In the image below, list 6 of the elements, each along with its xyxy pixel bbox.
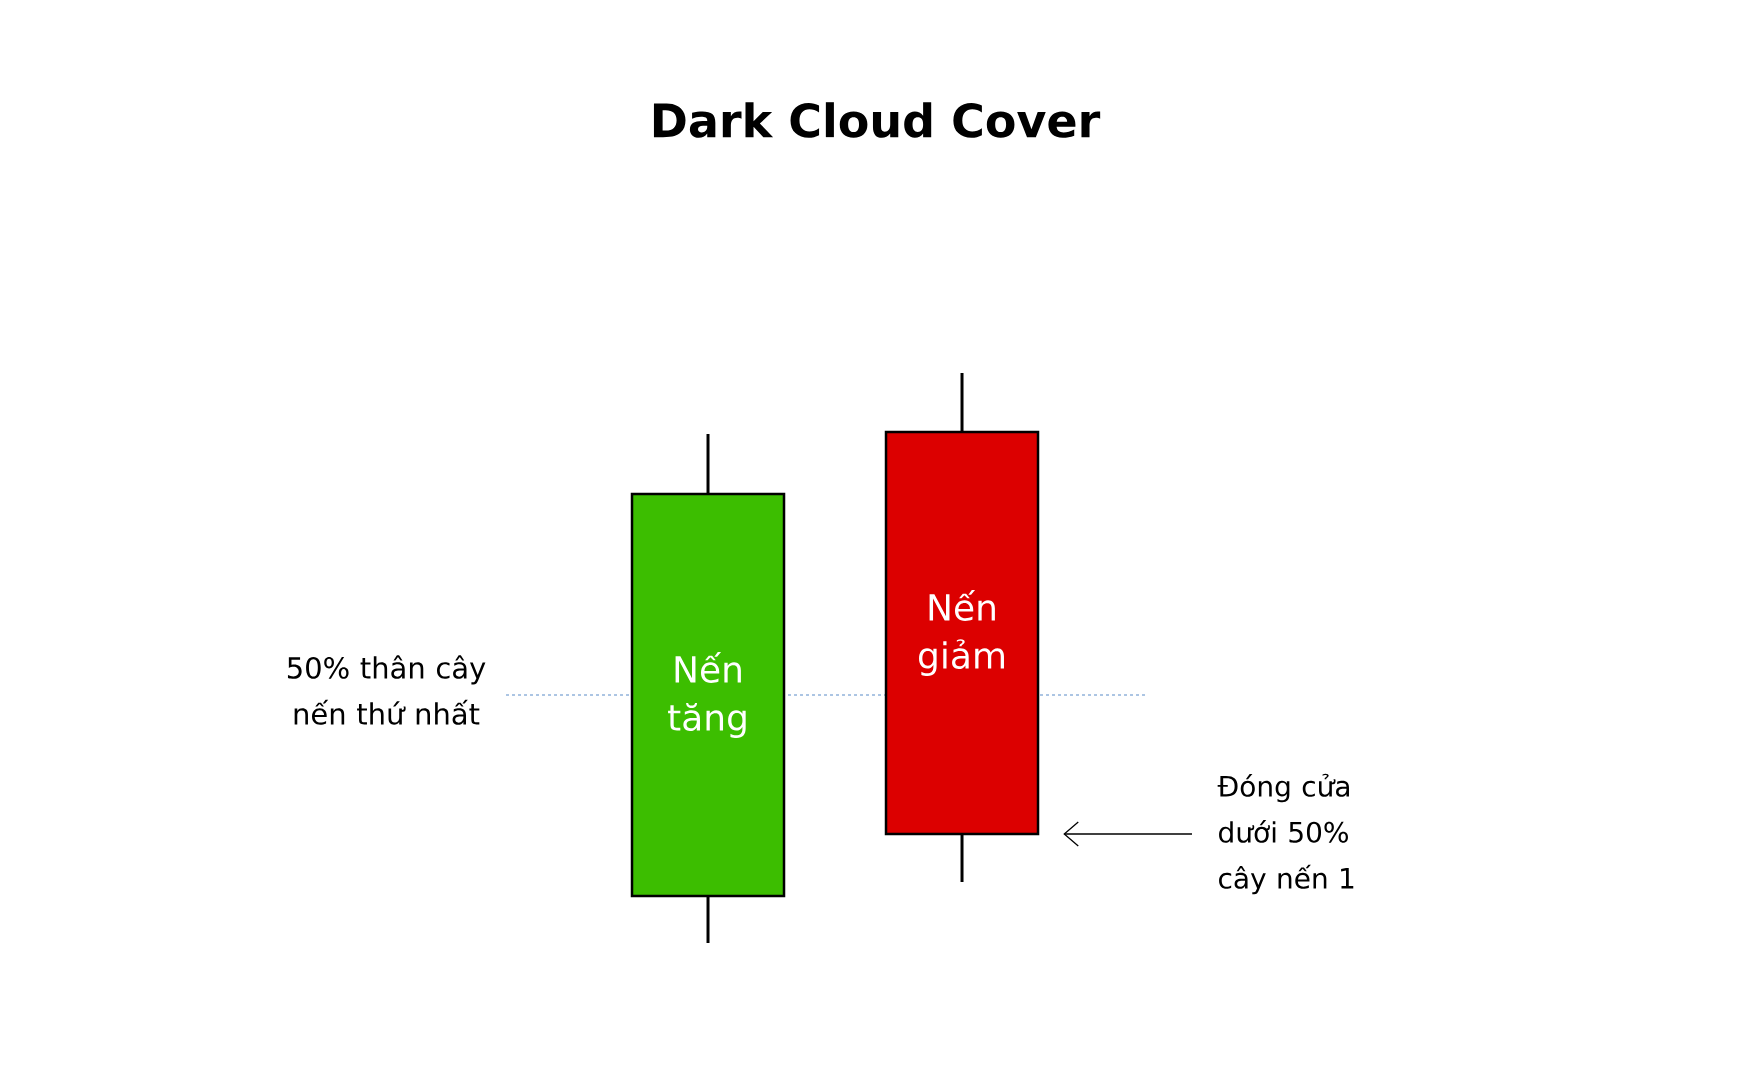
title: Dark Cloud Cover [653, 102, 1101, 138]
annotation-text: 50% thân cây nến thứ nhất [287, 655, 486, 725]
annotation-text: Đóng cửa dưới 50% cây nến 1 [1217, 773, 1354, 895]
candle-body: Nến giảm [884, 430, 1040, 836]
arrow [1063, 821, 1193, 847]
candle-body: Nến tăng [630, 492, 786, 898]
